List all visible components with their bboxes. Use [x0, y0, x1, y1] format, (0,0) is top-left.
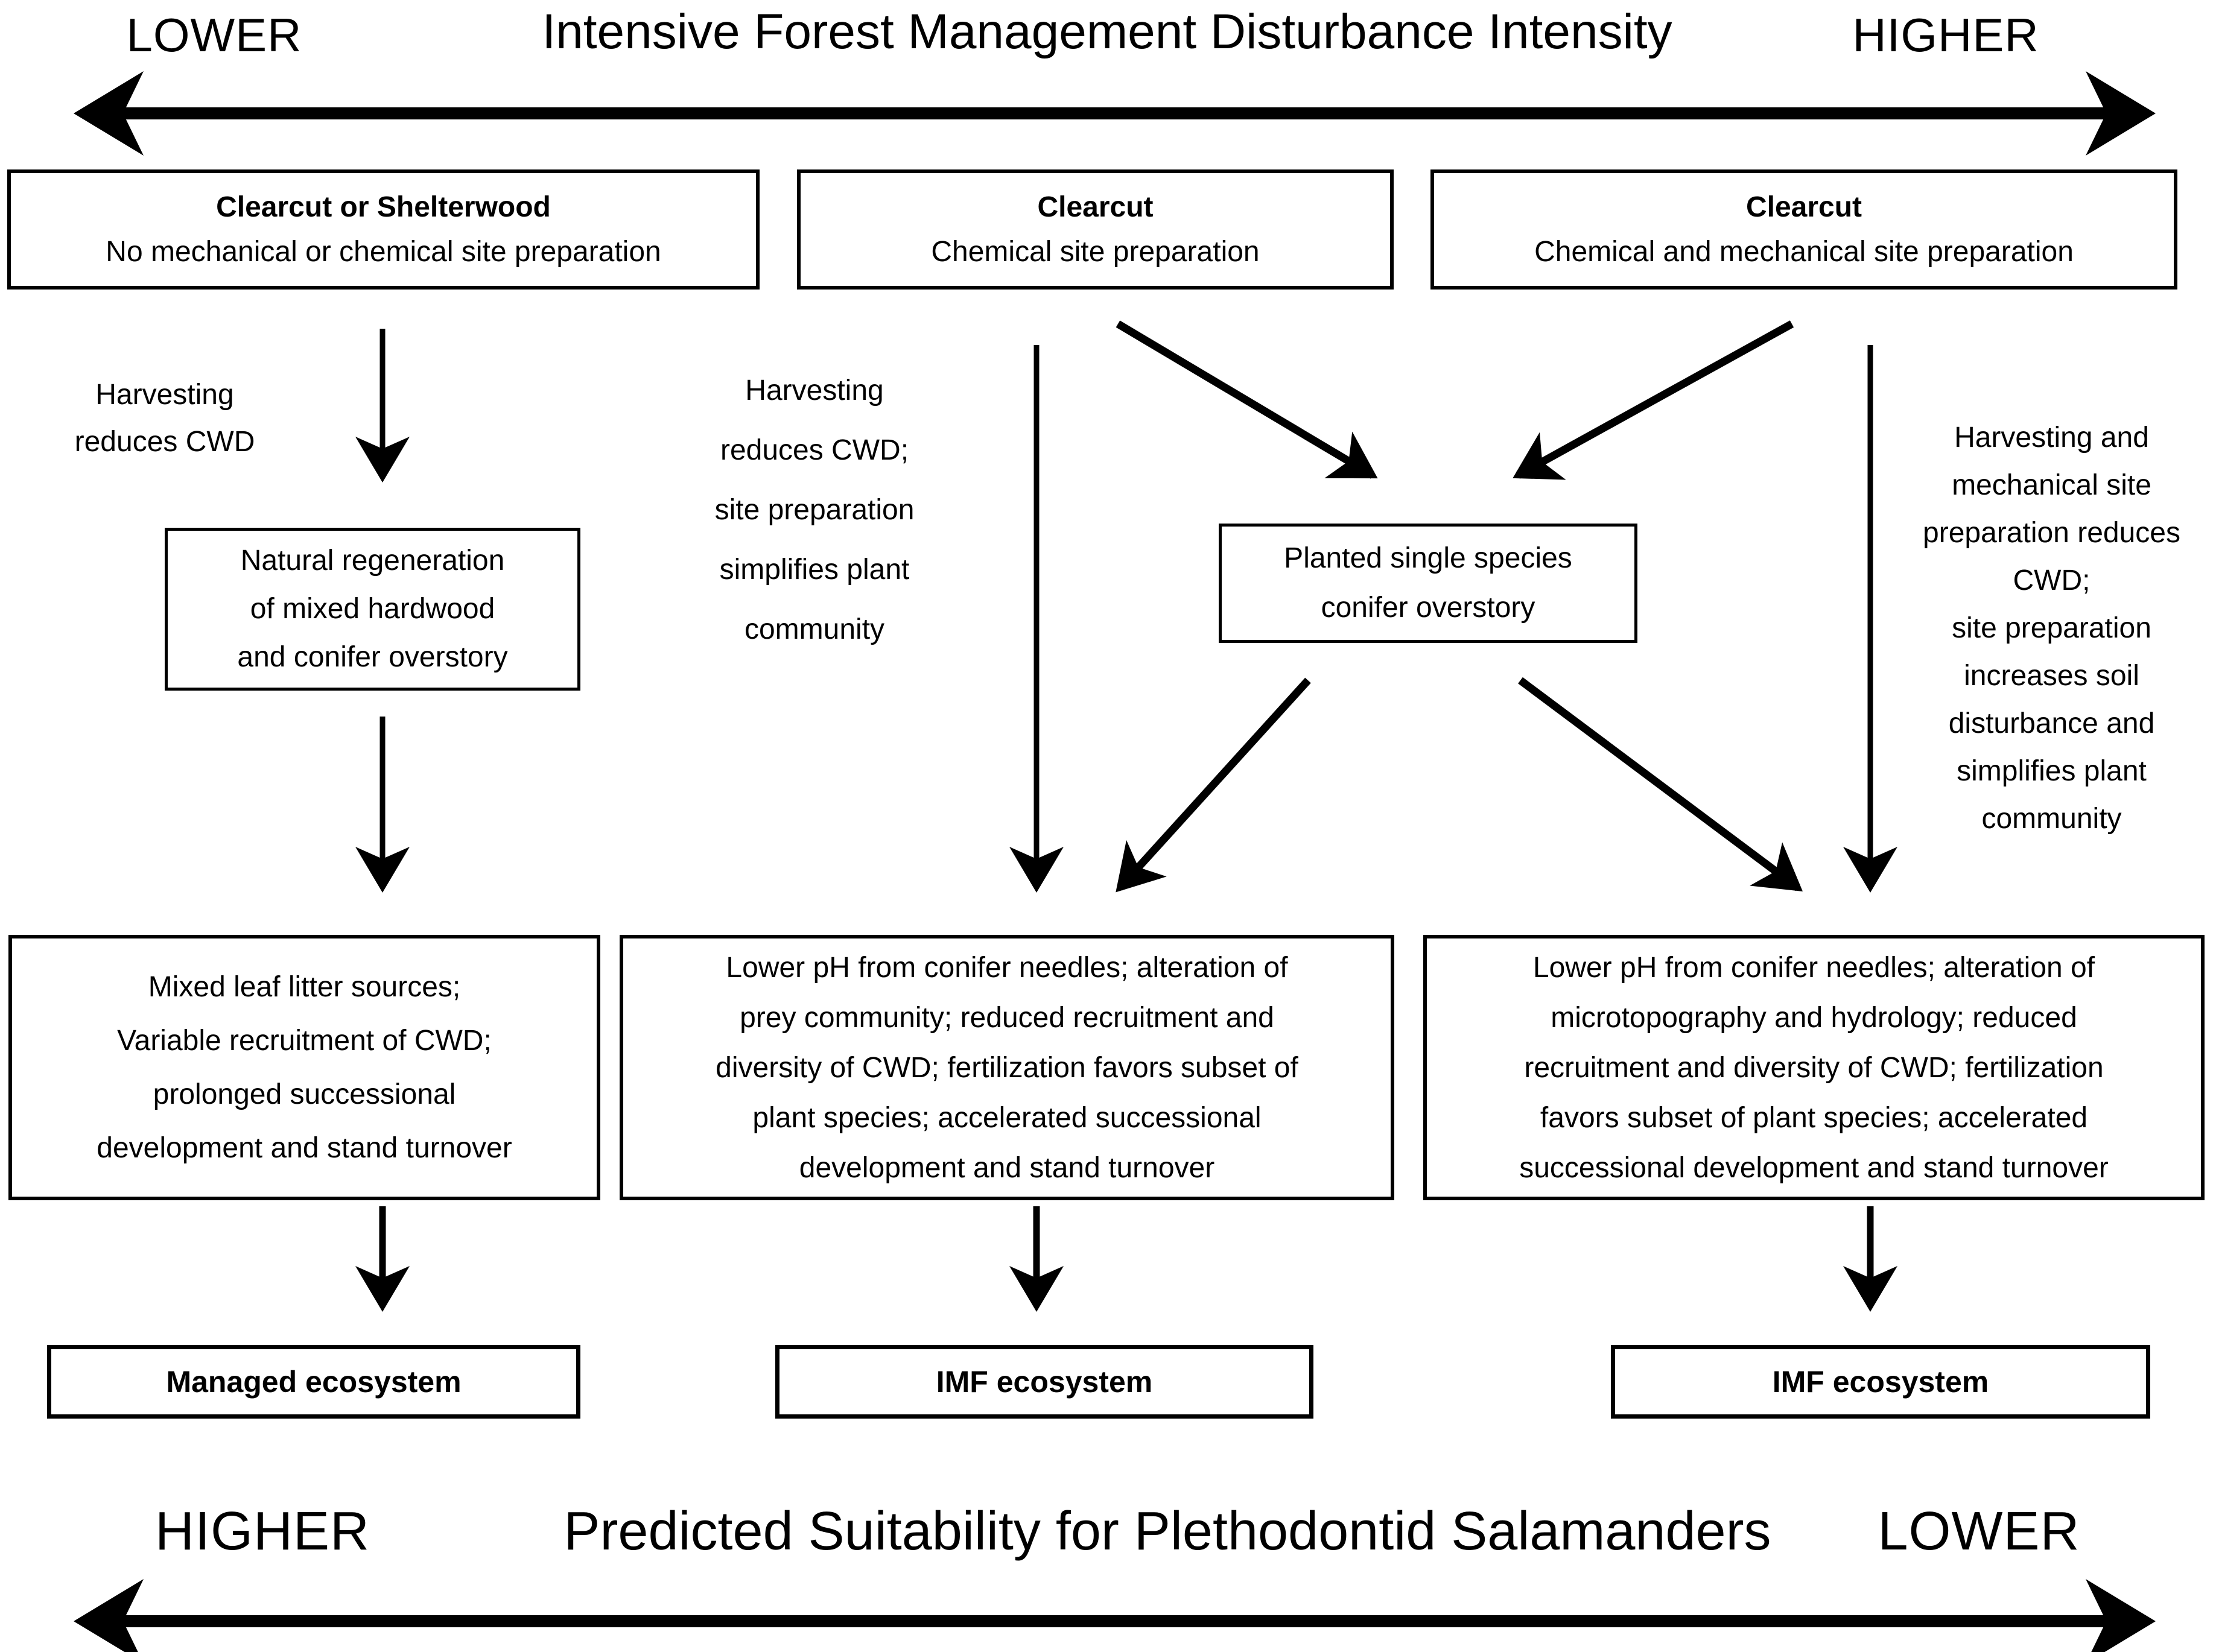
ecosystem-box-managed: Managed ecosystem [47, 1345, 580, 1419]
arrow-planted-to-middle-conditions [1116, 677, 1311, 893]
ecosystem-box-imf-1: IMF ecosystem [775, 1345, 1313, 1419]
intensity-axis-low-label: LOWER [126, 8, 302, 62]
condition-box-imf-chemical: Lower pH from conifer needles; alteratio… [620, 935, 1394, 1200]
treatment-detail: Chemical site preparation [931, 235, 1260, 268]
suitability-axis-high-label: HIGHER [154, 1501, 370, 1562]
treatment-heading: Clearcut or Shelterwood [216, 191, 551, 223]
treatment-detail: No mechanical or chemical site preparati… [106, 235, 661, 268]
stand-box-natural-regeneration: Natural regeneration of mixed hardwood a… [165, 528, 580, 691]
stand-box-planted-conifer: Planted single species conifer overstory [1219, 524, 1637, 643]
arrow-clearcut-chemical-to-planted [1116, 320, 1378, 479]
treatment-box-clearcut-chemical: Clearcut Chemical site preparation [797, 169, 1394, 290]
condition-box-imf-chemical-mechanical: Lower pH from conifer needles; alteratio… [1423, 935, 2205, 1200]
treatment-box-clearcut-chemical-mechanical: Clearcut Chemical and mechanical site pr… [1430, 169, 2177, 290]
arrow-planted-to-right-conditions [1518, 677, 1803, 891]
arrow-clearcut-mechanical-to-planted [1513, 320, 1794, 480]
treatment-box-clearcut-shelterwood: Clearcut or Shelterwood No mechanical or… [7, 169, 760, 290]
condition-box-managed: Mixed leaf litter sources; Variable recr… [8, 935, 600, 1200]
ecosystem-box-imf-2: IMF ecosystem [1611, 1345, 2150, 1419]
treatment-detail: Chemical and mechanical site preparation [1534, 235, 2074, 268]
label-harvesting-reduces-cwd: Harvesting reduces CWD [74, 379, 255, 458]
intensity-axis-title: Intensive Forest Management Disturbance … [542, 4, 1672, 59]
label-harvesting-site-prep-simplifies: Harvesting reduces CWD; site preparation… [714, 375, 915, 645]
treatment-heading: Clearcut [1037, 191, 1154, 223]
suitability-axis-low-label: LOWER [1878, 1501, 2080, 1562]
suitability-axis-title: Predicted Suitability for Plethodontid S… [564, 1501, 1771, 1562]
intensity-axis-high-label: HIGHER [1852, 8, 2039, 62]
label-harvesting-mechanical-site-prep: Harvesting and mechanical site preparati… [1923, 422, 2180, 835]
treatment-heading: Clearcut [1745, 191, 1862, 223]
